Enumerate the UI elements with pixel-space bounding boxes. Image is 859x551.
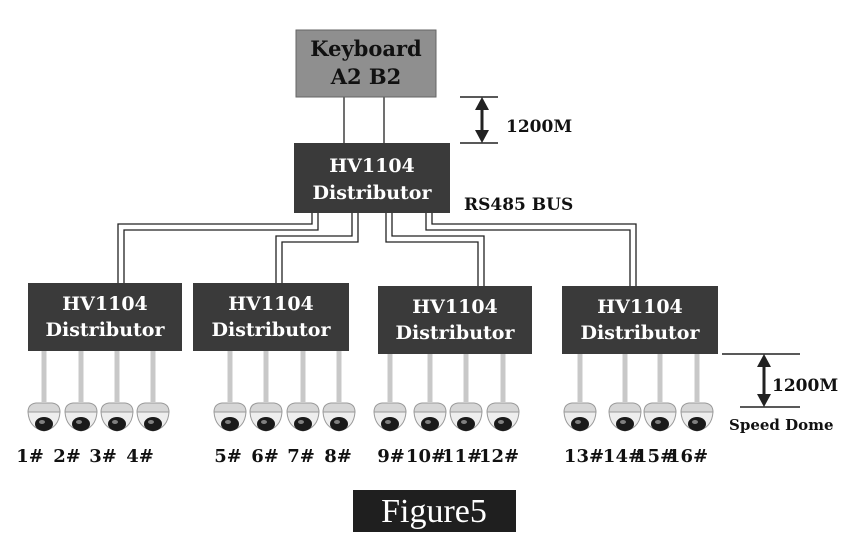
bus-wire-3 <box>385 213 479 286</box>
speed-dome-camera-icon <box>486 354 520 432</box>
speed-dome-camera-icon <box>563 354 597 432</box>
main-distributor-model: HV1104 <box>329 155 415 177</box>
speed-dome-camera-icon <box>413 354 447 432</box>
speed-dome-camera-icon <box>213 351 247 432</box>
distributor-label: Distributor <box>396 322 516 344</box>
distributor-label: Distributor <box>212 319 332 341</box>
keyboard-ports-label: A2 B2 <box>330 64 402 89</box>
camera-number-label: 11# <box>442 446 482 467</box>
speed-dome-camera-icon <box>322 351 356 432</box>
camera-number-label: 10# <box>406 446 446 467</box>
speed-dome-camera-icon <box>449 354 483 432</box>
camera-number-label: 5# <box>214 446 242 467</box>
bus-wire-2 <box>281 213 359 283</box>
figure-caption-text: Figure5 <box>381 493 487 530</box>
bus-wire-4 <box>425 213 631 286</box>
distributor-box-1: HV1104 Distributor <box>28 283 182 351</box>
rs485-bus-label: RS485 BUS <box>464 195 573 215</box>
camera-number-label: 4# <box>126 446 154 467</box>
speed-dome-camera-icon <box>643 354 677 432</box>
bus-wire-1 <box>123 213 319 283</box>
speed-dome-camera-icon <box>136 351 170 432</box>
speed-dome-camera-icon <box>373 354 407 432</box>
camera-number-label: 12# <box>479 446 519 467</box>
speed-dome-camera-icon <box>100 351 134 432</box>
camera-number-label: 13# <box>564 446 604 467</box>
distributor-box-3: HV1104 Distributor <box>378 286 532 354</box>
distributor-model: HV1104 <box>228 293 314 315</box>
camera-number-label: 6# <box>251 446 279 467</box>
speed-dome-camera-icon <box>608 354 642 432</box>
camera-number-label: 1# <box>16 446 44 467</box>
speed-dome-label: Speed Dome <box>729 416 834 434</box>
bus-wire-4 <box>431 213 637 286</box>
distributor-model: HV1104 <box>597 296 683 318</box>
distance-label-top: 1200M <box>506 117 572 137</box>
main-distributor-box: HV1104 Distributor <box>294 143 450 213</box>
speed-dome-camera-icon <box>286 351 320 432</box>
distributor-box-4: HV1104 Distributor <box>562 286 718 354</box>
bus-wire-2 <box>275 213 353 283</box>
camera-number-label: 8# <box>324 446 352 467</box>
camera-number-label: 3# <box>89 446 117 467</box>
distributor-box-2: HV1104 Distributor <box>193 283 349 351</box>
speed-dome-camera-icon <box>680 354 714 432</box>
distributor-model: HV1104 <box>62 293 148 315</box>
camera-number-label: 2# <box>53 446 81 467</box>
distance-label-bottom: 1200M <box>772 376 838 396</box>
camera-number-label: 9# <box>377 446 405 467</box>
keyboard-label: Keyboard <box>310 36 422 61</box>
camera-number-label: 7# <box>287 446 315 467</box>
distributor-label: Distributor <box>46 319 166 341</box>
camera-number-label: 15# <box>635 446 675 467</box>
speed-dome-camera-icon <box>27 351 61 432</box>
speed-dome-camera-icon <box>64 351 98 432</box>
bus-wire-1 <box>117 213 313 283</box>
speed-dome-camera-icon <box>249 351 283 432</box>
figure-caption: Figure5 <box>353 490 516 532</box>
main-distributor-label: Distributor <box>313 182 433 204</box>
keyboard-box: Keyboard A2 B2 <box>295 29 437 98</box>
bus-wire-3 <box>391 213 485 286</box>
camera-number-label: 14# <box>603 446 643 467</box>
double-arrow-icon <box>460 96 498 144</box>
double-arrow-icon <box>722 353 800 408</box>
distributor-model: HV1104 <box>412 296 498 318</box>
distributor-label: Distributor <box>581 322 701 344</box>
camera-number-label: 16# <box>668 446 708 467</box>
